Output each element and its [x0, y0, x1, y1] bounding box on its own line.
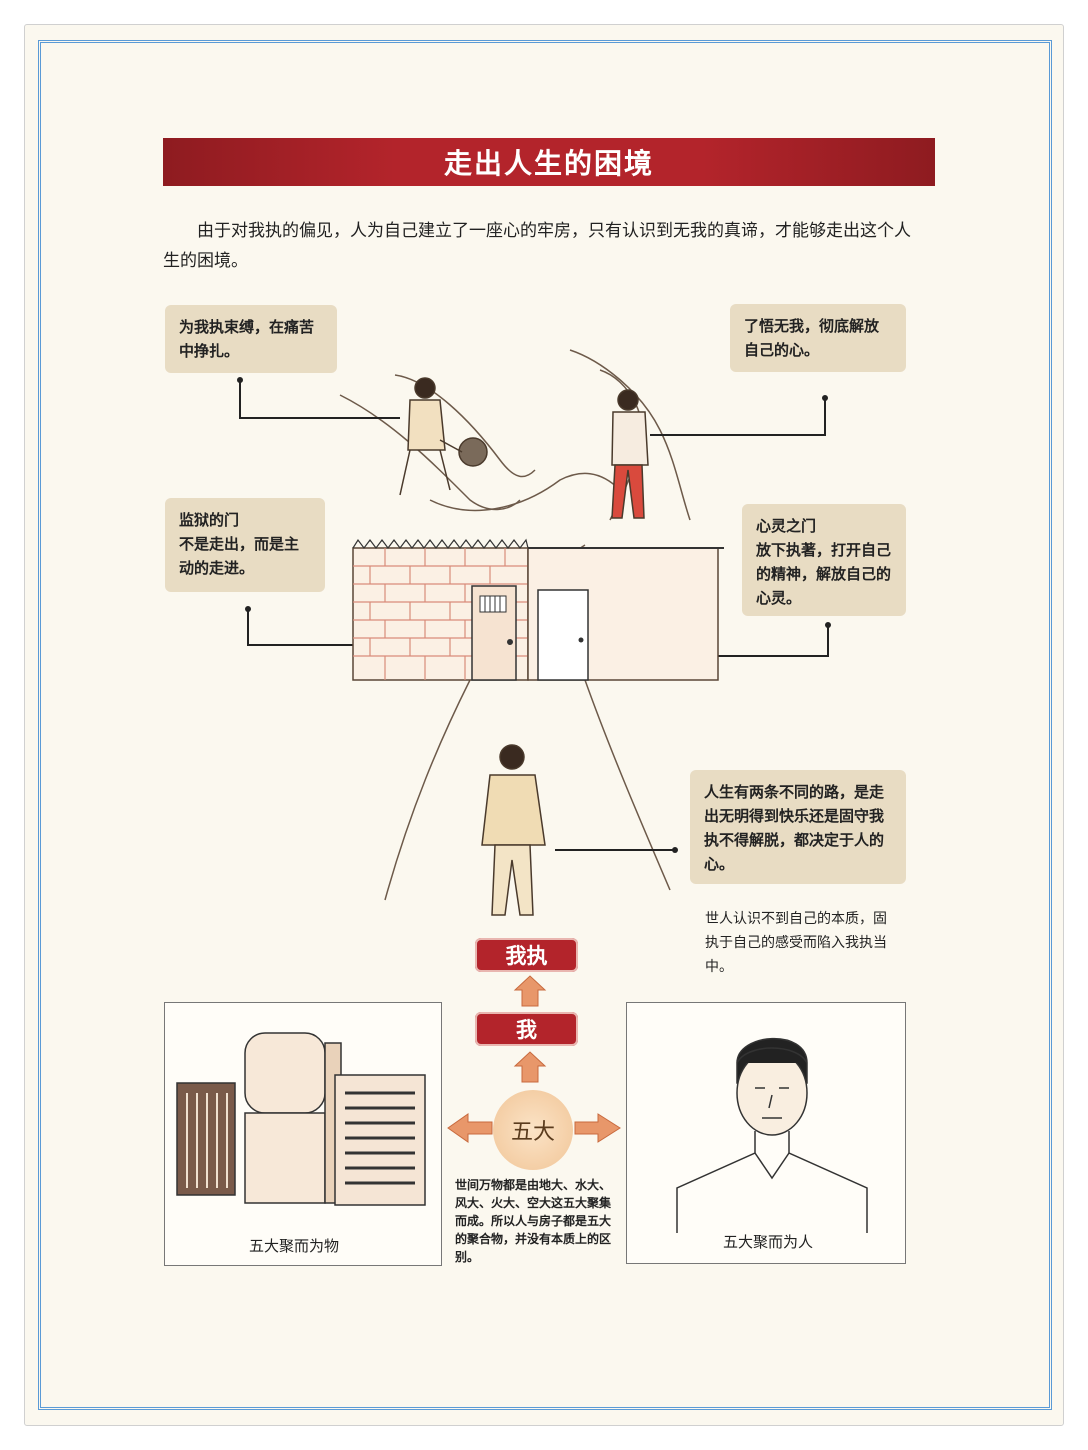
note-people-unaware: 世人认识不到自己的本质，固执于自己的感受而陷入我执当中。: [705, 911, 887, 975]
note-prison-door: 监狱的门 不是走出，而是主动的走进。: [165, 498, 325, 592]
walking-person-figure: [481, 744, 546, 916]
person-box: 五大聚而为人: [626, 1002, 906, 1264]
prison-building: [352, 538, 529, 681]
person-caption: 五大聚而为人: [723, 1233, 814, 1251]
note-heart-door: 心灵之门 放下执著，打开自己的精神，解放自己的心灵。: [742, 504, 906, 616]
leader-lines: [239, 378, 829, 851]
person-portrait: [676, 1037, 868, 1233]
page-inner-border: [38, 40, 1052, 1410]
note-five-elements: 世间万物都是由地大、水大、风大、火大、空大这五大聚集而成。所以人与房子都是五大的…: [455, 1178, 612, 1264]
free-person-figure: [611, 389, 649, 519]
five-elements-circle: 五大: [493, 1090, 573, 1170]
note-two-roads: 人生有两条不同的路，是走出无明得到快乐还是固守我执不得解脱，都决定于人的心。: [690, 770, 906, 884]
tag-wozhi: 我执: [475, 938, 578, 972]
tag-wo: 我: [475, 1012, 578, 1046]
buildings-illustration: [176, 1032, 426, 1206]
things-box: 五大聚而为物: [164, 1002, 442, 1266]
intro-paragraph: 由于对我执的偏见，人为自己建立了一座心的牢房，只有认识到无我的真谛，才能够走出这…: [163, 221, 911, 271]
note-realize-no-self: 了悟无我，彻底解放自己的心。: [730, 304, 906, 372]
note-bound-by-ego: 为我执束缚，在痛苦中挣扎。: [165, 305, 337, 373]
page-title: 走出人生的困境: [443, 147, 654, 180]
title-banner: 走出人生的困境: [163, 138, 935, 186]
heart-door-building: [527, 547, 724, 681]
arrows: [447, 975, 621, 1143]
things-caption: 五大聚而为物: [249, 1237, 340, 1255]
bound-person-figure: [399, 377, 488, 496]
